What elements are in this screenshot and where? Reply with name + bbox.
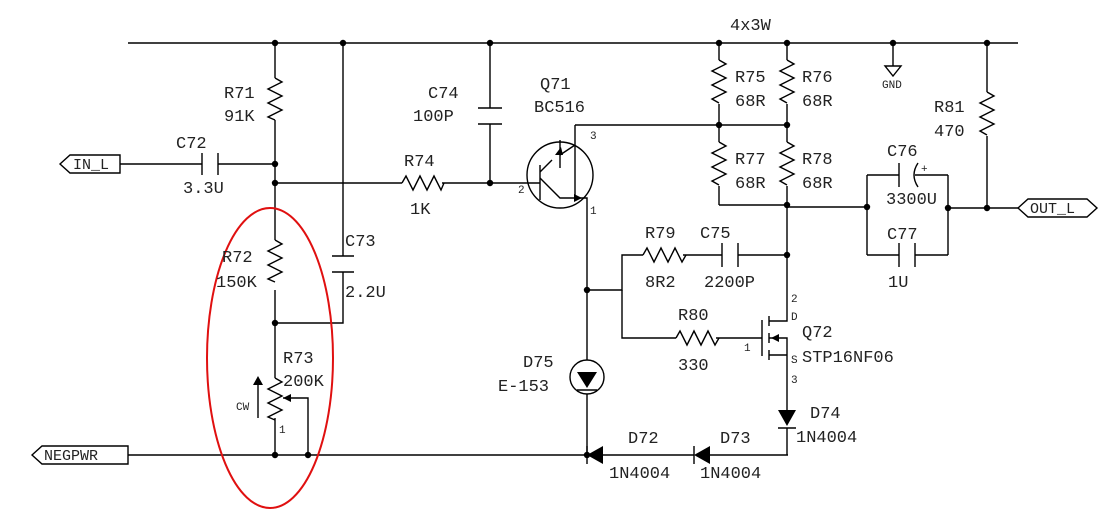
d73-symbol (693, 446, 710, 464)
q71-symbol (526, 125, 594, 209)
c77-symbol (898, 243, 916, 267)
r74-symbol (401, 174, 445, 192)
r81-ref: R81 (934, 99, 965, 118)
c75-ref: C75 (700, 225, 731, 244)
r75-symbol (710, 59, 728, 104)
q72-value: STP16NF06 (802, 349, 894, 368)
c76-ref: C76 (887, 143, 918, 162)
d72-symbol (586, 446, 603, 464)
r72-value: 150K (216, 274, 258, 293)
r78-symbol (778, 141, 796, 186)
d72-ref: D72 (628, 430, 659, 449)
r73-wiper-arrow (253, 376, 291, 418)
r73-cw: CW (236, 402, 250, 414)
r81-value: 470 (934, 123, 965, 142)
r78-value: 68R (802, 175, 833, 194)
highlight-ellipse (206, 207, 334, 509)
d73-value: 1N4004 (700, 465, 761, 484)
resistors (266, 59, 996, 421)
r78-ref: R78 (802, 151, 833, 170)
q71-pin2: 2 (518, 185, 525, 197)
r77-ref: R77 (735, 151, 766, 170)
d74-symbol (778, 410, 796, 429)
c74-symbol (478, 107, 502, 125)
r71-value: 91K (224, 108, 255, 127)
port-out-l-label: OUT_L (1030, 201, 1075, 218)
port-in-l-label: IN_L (73, 157, 109, 174)
r72-ref: R72 (222, 249, 253, 268)
r80-value: 330 (678, 357, 709, 376)
r79-value: 8R2 (645, 274, 676, 293)
c73-value: 2.2U (345, 284, 386, 303)
capacitors (201, 107, 919, 273)
r75-value: 68R (735, 93, 766, 112)
d74-ref: D74 (810, 405, 841, 424)
r79-ref: R79 (645, 225, 676, 244)
c76-value: 3300U (886, 191, 937, 210)
c72-symbol (201, 153, 219, 175)
junctions (271, 39, 991, 459)
r71-symbol (266, 77, 284, 121)
r72-symbol (266, 239, 284, 283)
port-negpwr-label: NEGPWR (44, 448, 98, 465)
c76-polarity: + (921, 164, 928, 176)
r73-pin: 1 (279, 425, 286, 437)
c75-value: 2200P (704, 274, 755, 293)
q72-symbol (750, 305, 788, 370)
c76-symbol (898, 162, 919, 188)
d75-value: E-153 (498, 378, 549, 397)
c73-symbol (332, 255, 354, 273)
q71-ref: Q71 (540, 76, 571, 95)
rail-label: 4x3W (730, 17, 772, 36)
r80-ref: R80 (678, 307, 709, 326)
labels: 4x3W GND R71 91K C72 3.3U R72 150K C73 2… (176, 17, 965, 484)
r74-value: 1K (410, 201, 431, 220)
port-negpwr: NEGPWR (30, 445, 129, 465)
r74-ref: R74 (404, 153, 435, 172)
q72-pin-d: D (791, 312, 798, 324)
d74-value: 1N4004 (796, 429, 857, 448)
c72-value: 3.3U (183, 180, 224, 199)
r77-symbol (710, 141, 728, 186)
q72-pin1: 1 (744, 343, 751, 355)
d73-ref: D73 (720, 430, 751, 449)
c72-ref: C72 (176, 135, 207, 154)
q71-pin1: 1 (590, 206, 597, 218)
c73-ref: C73 (345, 233, 376, 252)
c77-value: 1U (888, 274, 908, 293)
gnd-symbol (883, 65, 903, 78)
q72-pin3: 3 (791, 375, 798, 387)
c74-value: 100P (413, 108, 454, 127)
gnd-label: GND (882, 80, 902, 92)
r73-symbol (266, 377, 284, 421)
r71-ref: R71 (224, 85, 255, 104)
r73-value: 200K (283, 373, 325, 392)
q72-pin-s: S (791, 355, 798, 367)
r81-symbol (978, 91, 996, 136)
r73-ref: R73 (283, 350, 314, 369)
wires (120, 42, 1018, 456)
q71-value: BC516 (534, 99, 585, 118)
port-out-l: OUT_L (1016, 198, 1099, 218)
d75-symbol (569, 359, 605, 395)
r77-value: 68R (735, 175, 766, 194)
c75-symbol (721, 243, 739, 267)
r76-symbol (778, 59, 796, 104)
q71-pin3: 3 (590, 131, 597, 143)
q72-ref: Q72 (802, 324, 833, 343)
port-in-l: IN_L (58, 154, 121, 174)
d72-value: 1N4004 (609, 465, 670, 484)
r76-value: 68R (802, 93, 833, 112)
r75-ref: R75 (735, 69, 766, 88)
r76-ref: R76 (802, 69, 833, 88)
c74-ref: C74 (428, 85, 459, 104)
r79-symbol (642, 246, 687, 264)
r80-symbol (675, 329, 720, 347)
q72-pin2: 2 (791, 294, 798, 306)
d75-ref: D75 (523, 354, 554, 373)
c77-ref: C77 (887, 226, 918, 245)
